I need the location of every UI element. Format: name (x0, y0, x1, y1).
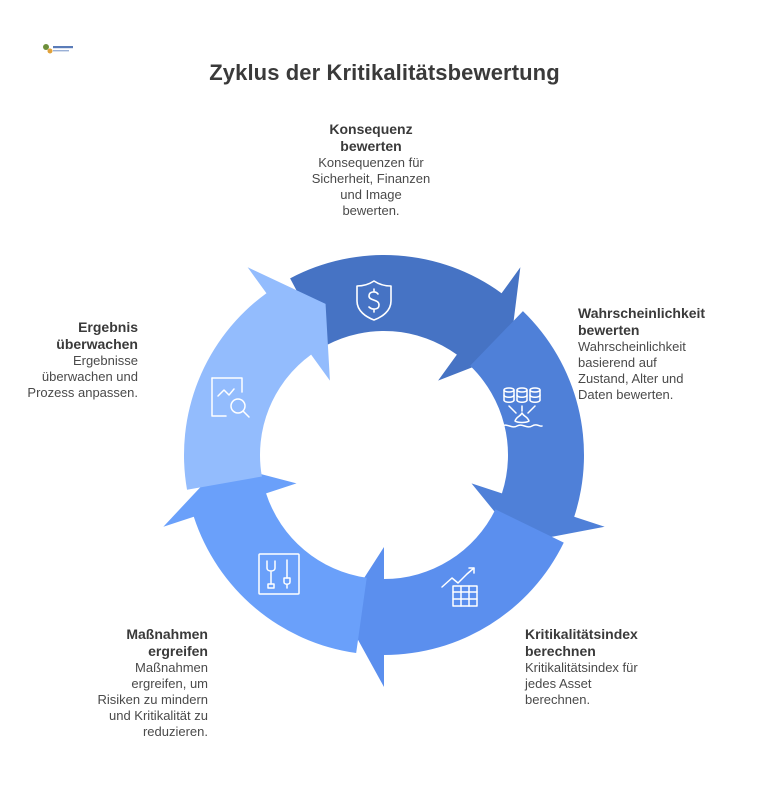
dollar-shield-icon (356, 280, 392, 321)
logo (42, 42, 76, 56)
cycle-arrow-segment (163, 463, 367, 654)
cycle-arrow-segment (470, 311, 605, 543)
chart-table-icon (441, 567, 478, 607)
tools-icon (258, 553, 300, 595)
page-title: Zyklus der Kritikalitätsbewertung (209, 60, 560, 85)
logo-mark-icon (43, 44, 73, 54)
cycle-arrow-segment (290, 255, 521, 381)
database-fire-icon (501, 387, 543, 428)
cycle-arrow-segment (184, 267, 330, 490)
report-search-icon (211, 377, 250, 418)
